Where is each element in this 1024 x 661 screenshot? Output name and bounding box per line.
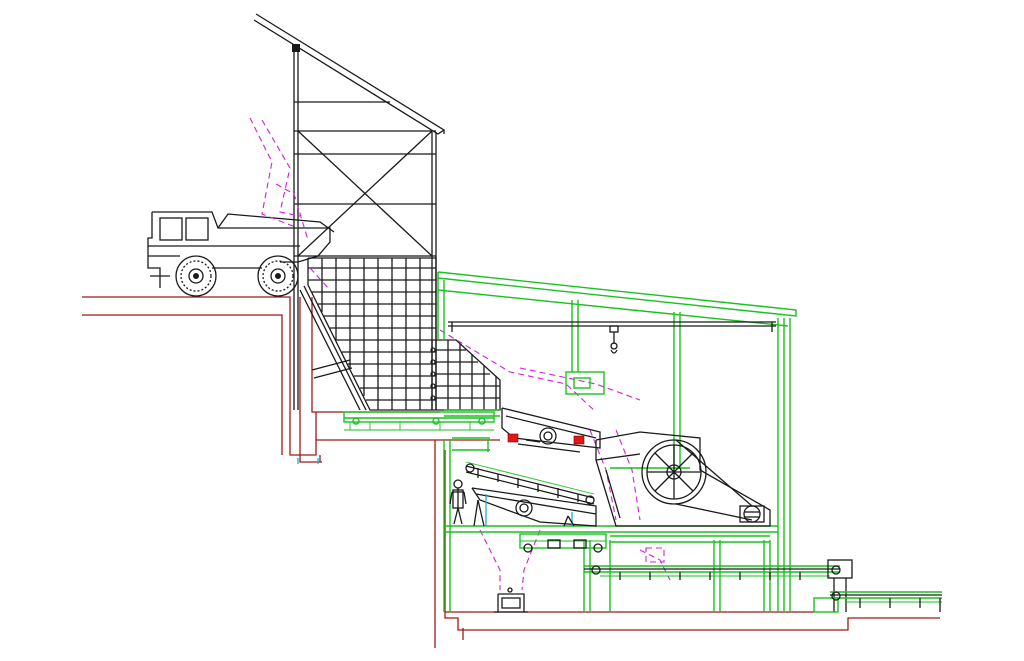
vibrating-feeder <box>501 407 601 453</box>
hoist-crane <box>609 325 619 354</box>
operator-figure <box>449 479 467 525</box>
jaw-crusher <box>595 431 771 527</box>
crusher-building <box>437 271 797 612</box>
vibrating-screen <box>465 461 597 527</box>
left-platform <box>297 130 445 464</box>
lower-chute <box>494 587 528 613</box>
dump-truck <box>147 211 335 297</box>
belt-conveyor <box>519 533 942 613</box>
apron-feeder <box>343 411 495 431</box>
material-flow-lines <box>249 117 671 591</box>
receiving-hopper <box>299 257 501 411</box>
ground-profile <box>82 296 940 648</box>
